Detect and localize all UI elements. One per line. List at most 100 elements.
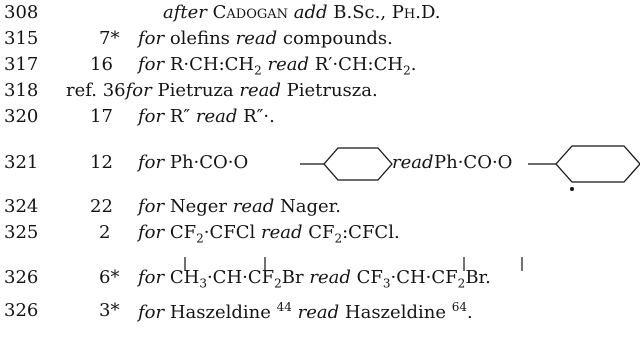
line-number: 7* bbox=[99, 28, 120, 49]
text-fragment: CF bbox=[164, 222, 197, 243]
italic-word: read bbox=[309, 267, 351, 288]
line-number: 12 bbox=[90, 152, 113, 173]
text-fragment: R′·CH:CH bbox=[309, 54, 404, 75]
errata-row: 321 12 for Ph·CO·O read Ph·CO·O bbox=[0, 145, 640, 191]
superscript: 44 bbox=[276, 300, 292, 314]
page-number: 321 bbox=[4, 152, 39, 173]
text-fragment: Pietrusza. bbox=[280, 80, 378, 101]
text-fragment: R″ bbox=[164, 106, 196, 127]
text-fragment: B.Sc., bbox=[327, 2, 392, 23]
italic-word: for bbox=[125, 80, 152, 101]
line-number: 6* bbox=[99, 267, 120, 288]
text-fragment: ·CH·CF bbox=[206, 267, 275, 288]
page-number: 326 bbox=[4, 300, 39, 321]
text-fragment: Haszeldine bbox=[164, 302, 277, 323]
subscript: 2 bbox=[254, 63, 262, 78]
subscript: 3 bbox=[382, 276, 391, 291]
italic-word: read bbox=[235, 28, 278, 49]
text-fragment: . bbox=[466, 302, 473, 323]
errata-row: 326 6* for CH3·CH·CF2Br read CF3·CH·CF2B… bbox=[0, 257, 640, 298]
italic-word: for bbox=[138, 222, 165, 243]
bond-line bbox=[264, 257, 266, 271]
text-fragment: Pietruza bbox=[151, 80, 240, 101]
italic-word: read bbox=[392, 152, 434, 173]
italic-word: read bbox=[297, 302, 340, 323]
italic-word: read bbox=[232, 196, 275, 217]
subscript: 2 bbox=[457, 276, 466, 291]
page-number: 317 bbox=[4, 54, 39, 75]
line-number: 3* bbox=[99, 300, 120, 321]
correction-text: ref. 36for Pietruza read Pietrusza. bbox=[66, 80, 378, 101]
text-fragment: Br bbox=[281, 267, 310, 288]
text-fragment: olefins bbox=[164, 28, 236, 49]
author-name: Cadogan bbox=[212, 2, 289, 23]
text-fragment: R·CH:CH bbox=[164, 54, 255, 75]
errata-row: 325 2 for CF2·CFCl read CF2:CFCl. bbox=[0, 222, 640, 250]
italic-word: add bbox=[293, 2, 328, 23]
page-number: 326 bbox=[4, 267, 39, 288]
errata-row: 318 ref. 36for Pietruza read Pietrusza. bbox=[0, 80, 640, 108]
italic-word: for bbox=[138, 152, 165, 173]
page-number: 324 bbox=[4, 196, 39, 217]
bond-line bbox=[463, 257, 465, 271]
subscript: 2 bbox=[196, 231, 204, 246]
reference-label: ref. 36 bbox=[66, 80, 126, 101]
line-number: 22 bbox=[90, 196, 113, 217]
superscript: 64 bbox=[451, 300, 467, 314]
line-number: 17 bbox=[90, 106, 113, 127]
text-fragment: CH bbox=[164, 267, 200, 288]
italic-word: read bbox=[239, 80, 281, 101]
italic-word: after bbox=[163, 2, 207, 23]
bond-line bbox=[521, 257, 523, 271]
benzene-ring-structure bbox=[528, 145, 640, 191]
errata-row: 315 7* for olefins read compounds. bbox=[0, 28, 640, 56]
text-fragment: ·CFCl bbox=[203, 222, 261, 243]
text-fragment: . bbox=[410, 54, 417, 75]
page-number: 325 bbox=[4, 222, 39, 243]
correction-text: after Cadogan add B.Sc., Ph.D. bbox=[163, 2, 440, 23]
errata-row: 320 17 for R″ read R″·. bbox=[0, 106, 640, 134]
page-number: 318 bbox=[4, 80, 39, 101]
italic-word: read bbox=[260, 222, 303, 243]
text-fragment: Br. bbox=[465, 267, 491, 288]
page-number: 320 bbox=[4, 106, 39, 127]
italic-word: for bbox=[138, 267, 165, 288]
italic-word: read bbox=[195, 106, 238, 127]
errata-row: 317 16 for R·CH:CH2 read R′·CH:CH2. bbox=[0, 54, 640, 82]
text-fragment: CF bbox=[350, 267, 383, 288]
correction-text: for CH3·CH·CF2Br read CF3·CH·CF2Br. bbox=[138, 267, 491, 291]
text-fragment: Nager. bbox=[274, 196, 341, 217]
text-fragment: :CFCl. bbox=[342, 222, 400, 243]
text-fragment: ·CH·CF bbox=[390, 267, 458, 288]
italic-word: read bbox=[267, 54, 309, 75]
benzene-ring-structure bbox=[300, 147, 393, 181]
text-fragment: Haszeldine bbox=[339, 302, 452, 323]
degree-text: Ph.D. bbox=[391, 2, 441, 23]
correction-text: for CF2·CFCl read CF2:CFCl. bbox=[138, 222, 400, 246]
errata-row: 326 3* for Haszeldine 44 read Haszeldine… bbox=[0, 300, 640, 328]
correction-text: for R·CH:CH2 read R′·CH:CH2. bbox=[138, 54, 416, 78]
text-fragment: Ph·CO·O bbox=[164, 152, 249, 173]
subscript: 3 bbox=[199, 276, 207, 291]
italic-word: for bbox=[138, 196, 165, 217]
italic-word: for bbox=[138, 302, 165, 323]
text-fragment: Ph·CO·O bbox=[434, 152, 513, 173]
italic-word: for bbox=[138, 54, 165, 75]
page-number: 308 bbox=[4, 2, 39, 23]
correction-text: for Neger read Nager. bbox=[138, 196, 341, 217]
italic-word: for bbox=[138, 28, 165, 49]
subscript: 2 bbox=[274, 276, 282, 291]
subscript: 2 bbox=[334, 231, 343, 246]
correction-text: for Haszeldine 44 read Haszeldine 64. bbox=[138, 300, 473, 323]
errata-row: 308 after Cadogan add B.Sc., Ph.D. bbox=[0, 2, 640, 30]
text-fragment: CF bbox=[302, 222, 335, 243]
text-fragment: Neger bbox=[164, 196, 233, 217]
correction-text: for olefins read compounds. bbox=[138, 28, 393, 49]
errata-row: 324 22 for Neger read Nager. bbox=[0, 196, 640, 224]
correction-text: for Ph·CO·O bbox=[138, 152, 248, 173]
correction-text: for R″ read R″·. bbox=[138, 106, 275, 127]
line-number: 2 bbox=[99, 222, 111, 243]
text-fragment: compounds. bbox=[277, 28, 393, 49]
subscript: 2 bbox=[403, 63, 411, 78]
line-number: 16 bbox=[90, 54, 113, 75]
